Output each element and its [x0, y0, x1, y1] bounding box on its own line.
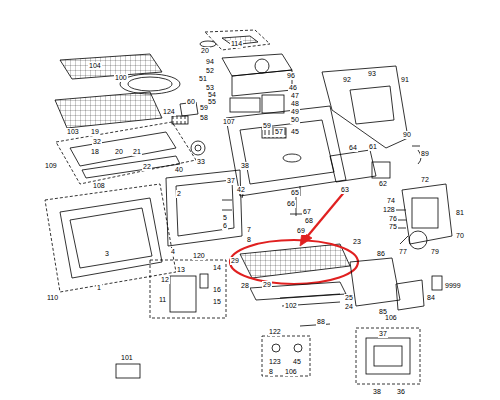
callout-number: 60	[186, 98, 196, 106]
callout-number: 110	[46, 294, 59, 302]
callout-number: 45	[290, 128, 300, 136]
callout-number: 72	[420, 176, 430, 184]
callout-number: 92	[342, 76, 352, 84]
callout-number: 18	[90, 148, 100, 156]
callout-number: 90	[402, 131, 412, 139]
callout-number: 12	[160, 276, 170, 284]
callout-number: 9999	[444, 282, 462, 290]
callout-number: 68	[304, 217, 314, 225]
callout-number: 2	[176, 190, 182, 198]
callout-number: 101	[120, 354, 134, 362]
callout-number: 79	[430, 248, 440, 256]
callout-number: 33	[196, 158, 206, 166]
callout-number: 19	[90, 128, 100, 136]
callout-number: 45	[292, 358, 302, 366]
callout-number: 20	[200, 47, 210, 55]
callout-number: 128	[382, 206, 396, 214]
callout-number: 8	[246, 236, 252, 244]
callout-number: 81	[455, 209, 465, 217]
callout-number: 8	[268, 368, 274, 376]
callout-number: 38	[240, 162, 250, 170]
callout-number: 62	[378, 180, 388, 188]
callout-number: 77	[398, 248, 408, 256]
callout-number: 38	[372, 388, 382, 396]
callout-number: 1	[96, 284, 102, 292]
callout-number: 6	[222, 222, 228, 230]
callout-number: 32	[92, 138, 102, 146]
callout-number: 65	[290, 189, 300, 197]
callout-number: 109	[44, 162, 58, 170]
callout-number: 66	[286, 200, 296, 208]
callout-number: 47	[290, 92, 300, 100]
callout-number: 63	[340, 186, 350, 194]
callout-number: 36	[396, 388, 406, 396]
callout-number: 15	[212, 298, 222, 306]
callout-number: 69	[296, 227, 306, 235]
callout-number: 96	[286, 72, 296, 80]
callout-number: 42	[236, 186, 246, 194]
callout-number: 7	[246, 226, 252, 234]
callout-number: 74	[386, 197, 396, 205]
callout-number: 70	[455, 232, 465, 240]
callout-number: 86	[376, 250, 386, 258]
callout-number: 75	[388, 223, 398, 231]
callout-number: 114	[230, 40, 243, 48]
callout-number: 58	[199, 114, 209, 122]
callout-number: 22	[142, 163, 152, 171]
callout-number: 23	[352, 238, 362, 246]
callout-number: 37	[378, 330, 388, 338]
callout-number: 37	[226, 177, 236, 185]
callout-number: 107	[222, 118, 236, 126]
callout-number: 91	[400, 76, 410, 84]
callout-number: 11	[158, 296, 167, 304]
callout-number: 13	[176, 266, 186, 274]
callout-number: 61	[368, 143, 378, 151]
callout-number: 14	[212, 264, 222, 272]
callout-number: 52	[205, 67, 215, 75]
callout-number: 28	[240, 282, 250, 290]
callout-number: 84	[426, 294, 436, 302]
callout-number: 59	[199, 104, 209, 112]
callout-number: 3	[104, 250, 110, 258]
callout-number: 93	[367, 70, 377, 78]
callout-number: 102	[284, 302, 298, 310]
callout-number: 106	[284, 368, 298, 376]
callout-number: 124	[162, 108, 176, 116]
callout-number: 64	[348, 144, 358, 152]
callout-number: 40	[174, 166, 184, 174]
callout-number: 4	[170, 248, 176, 256]
callout-number: 57	[274, 128, 284, 136]
callout-number: 21	[132, 148, 142, 156]
callout-number: 5	[222, 214, 228, 222]
callout-number: 100	[114, 74, 128, 82]
callout-number: 50	[290, 116, 300, 124]
callout-number: 89	[420, 150, 430, 158]
callout-number: 20	[114, 148, 124, 156]
callout-number: 51	[198, 75, 208, 83]
callout-number: 122	[268, 328, 282, 336]
callout-number: 49	[290, 108, 300, 116]
callout-number: 104	[88, 62, 102, 70]
callout-number: 59	[262, 122, 272, 130]
callout-number: 29	[262, 281, 272, 289]
callout-number: 46	[288, 84, 298, 92]
callout-number: 94	[205, 58, 215, 66]
callout-number: 106	[384, 314, 398, 322]
callout-number: 120	[192, 252, 206, 260]
callout-number: 16	[212, 286, 222, 294]
callout-number: 103	[66, 128, 80, 136]
callout-number: 88	[316, 318, 326, 326]
callout-number: 67	[302, 208, 312, 216]
callout-number: 25	[344, 294, 354, 302]
callout-number: 123	[268, 358, 282, 366]
callout-number: 108	[92, 182, 106, 190]
callout-number: 48	[290, 100, 300, 108]
callout-number: 76	[388, 215, 398, 223]
callout-number: 24	[344, 303, 354, 311]
callout-number: 29	[230, 257, 240, 265]
